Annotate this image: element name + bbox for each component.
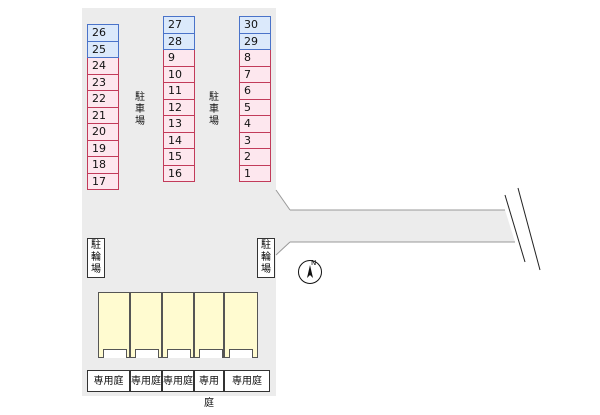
north-compass-icon: N [298,259,322,284]
parking-space-10: 10 [163,66,195,83]
parking-space-4: 4 [239,116,271,133]
parking-space-26: 26 [87,24,119,42]
parking-space-15: 15 [163,149,195,166]
unit-1 [98,292,130,358]
private-garden-3: 専用庭 [162,370,194,392]
parking-space-18: 18 [87,157,119,174]
unit-4 [194,292,224,358]
parking-label-right: 駐車場 [209,92,219,127]
parking-space-6: 6 [239,83,271,100]
parking-space-25: 25 [87,41,119,58]
parking-space-24: 24 [87,58,119,75]
parking-space-22: 22 [87,91,119,108]
parking-space-1: 1 [239,165,271,182]
private-garden-4: 専用庭 [194,370,224,409]
parking-space-16: 16 [163,165,195,182]
parking-space-27: 27 [163,16,195,34]
access-road [275,187,541,271]
private-garden-5: 専用庭 [224,370,270,392]
private-garden-2: 専用庭 [130,370,162,392]
parking-space-11: 11 [163,83,195,100]
parking-space-5: 5 [239,99,271,116]
bicycle-parking-right: 駐輪場 [257,238,275,278]
bicycle-parking-left: 駐輪場 [87,238,105,278]
parking-space-7: 7 [239,66,271,83]
private-garden-1: 専用庭 [87,370,130,392]
parking-space-2: 2 [239,149,271,166]
unit-5 [224,292,258,358]
parking-space-29: 29 [239,33,271,50]
parking-space-12: 12 [163,99,195,116]
parking-space-14: 14 [163,132,195,149]
parking-space-13: 13 [163,116,195,133]
unit-3 [162,292,194,358]
unit-2 [130,292,162,358]
parking-space-30: 30 [239,16,271,34]
parking-space-28: 28 [163,33,195,50]
parking-space-3: 3 [239,132,271,149]
compass-label: N [311,259,317,267]
parking-space-8: 8 [239,50,271,67]
parking-space-19: 19 [87,140,119,157]
parking-space-21: 21 [87,107,119,124]
parking-space-17: 17 [87,173,119,190]
parking-space-23: 23 [87,74,119,91]
parking-space-20: 20 [87,124,119,141]
parking-space-9: 9 [163,50,195,67]
parking-label-left: 駐車場 [135,92,145,127]
